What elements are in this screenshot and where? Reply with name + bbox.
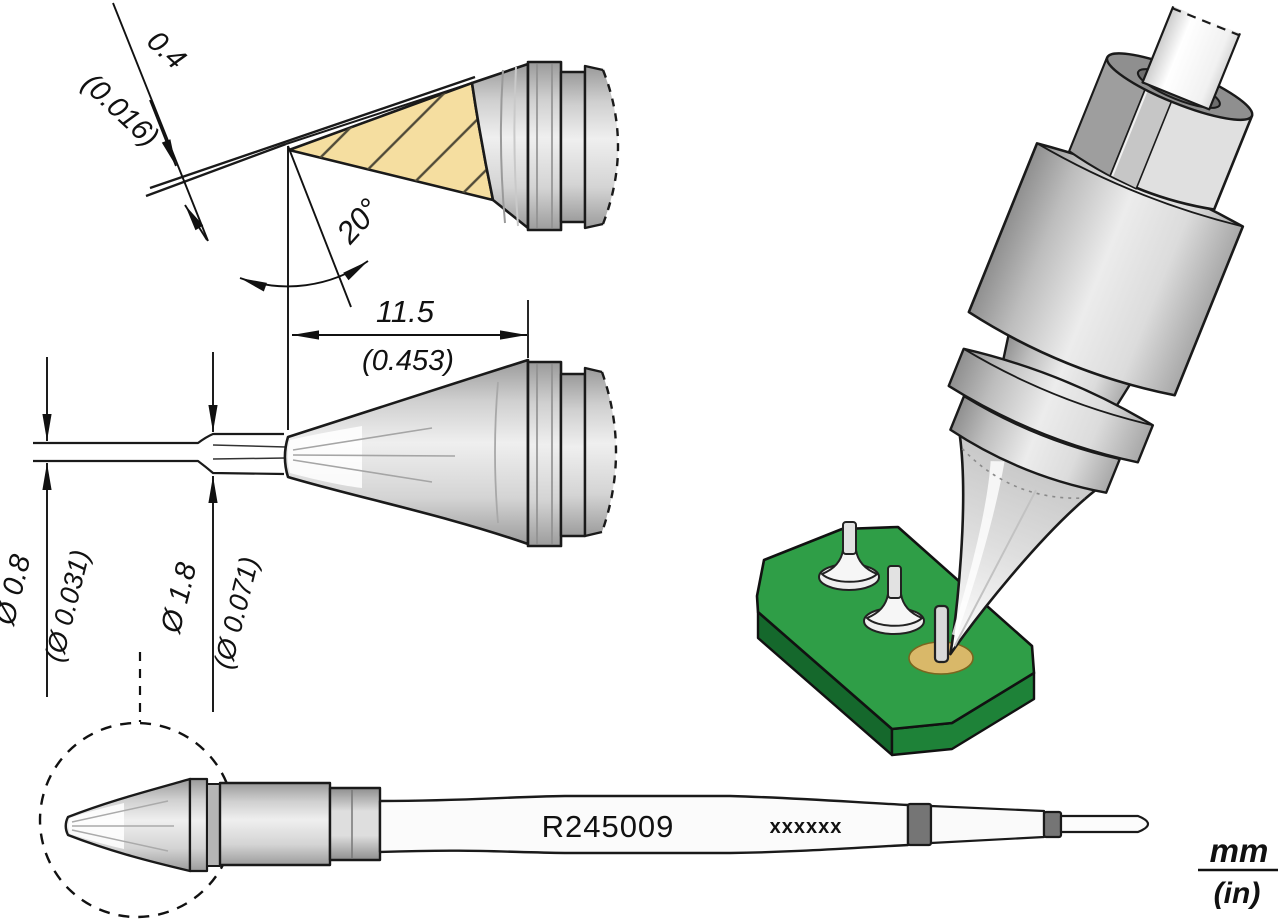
rod-outline-top (33, 432, 284, 445)
dim-length-in: (0.453) (362, 345, 454, 377)
cartridge-full-view: R245009 xxxxxx (38, 652, 1150, 919)
shaft-3d (1141, 5, 1242, 111)
component-pin (887, 565, 902, 599)
dimension-tip-diameter: Ø 0.8 (Ø 0.031) (0, 357, 96, 697)
dim-shaft-diameter-in: (Ø 0.071) (208, 554, 265, 672)
soldered-pin-2 (863, 565, 925, 635)
rear-band-2 (1042, 810, 1063, 839)
dim-length-mm: 11.5 (376, 294, 435, 329)
second-ring (559, 372, 587, 538)
cone-shading-arc (494, 381, 499, 524)
profile-view (33, 358, 618, 548)
ring-rim-line (963, 395, 1120, 461)
angle-arc (239, 260, 369, 292)
dome-outline (583, 64, 604, 230)
hex-facet-mid (1109, 76, 1178, 190)
rod-outline-bottom (33, 459, 285, 476)
cap-shading-line (499, 69, 506, 224)
dim-arrow (184, 204, 208, 241)
cartridge-ring (206, 783, 221, 867)
cartridge-hex (328, 786, 382, 862)
angle-dimension: 20° (239, 145, 387, 430)
solder-fillet (866, 593, 923, 627)
iso-3d-view (755, 5, 1254, 757)
dimension-bevel: 0.4 (0.016) (76, 2, 209, 242)
cone-streak (292, 427, 433, 451)
cylinder-rim-line (1036, 142, 1244, 228)
cone-streak (292, 459, 433, 483)
dim-line (112, 2, 209, 242)
rod-inner-line (212, 457, 287, 460)
cone-seam-dashed (961, 447, 1085, 499)
pin-being-soldered (933, 604, 950, 664)
flange-ring (526, 360, 563, 548)
batch-marking: xxxxxx (770, 816, 843, 838)
dim-tip-diameter-mm: Ø 0.8 (0, 552, 37, 630)
dimension-length: 11.5 (0.453) (292, 294, 529, 377)
tip-cone (283, 358, 530, 546)
cone-streak (71, 800, 169, 823)
dim-bevel-in: (0.016) (76, 67, 165, 153)
dim-arrow (149, 99, 177, 167)
cone-streak-3d (953, 489, 1037, 647)
units-imperial: (in) (1214, 877, 1261, 910)
hex-facet-highlight (1111, 79, 1153, 177)
disc-rim-line (963, 348, 1154, 427)
dim-angle: 20° (329, 192, 387, 251)
dim-bevel-mm: 0.4 (140, 25, 191, 76)
break-line-dashed (600, 371, 618, 533)
units-legend: mm (in) (1198, 832, 1278, 910)
shaft-break-dashed (1172, 7, 1240, 37)
cone-streak (71, 829, 169, 852)
model-marking: R245009 (542, 809, 675, 844)
second-ring (559, 70, 587, 224)
soldered-pin-1 (818, 521, 880, 591)
dome-cap (585, 368, 616, 536)
soldering-iron-3d (947, 5, 1254, 656)
cone-streak (292, 454, 456, 457)
cartridge-cone (64, 777, 192, 873)
flange-ring (526, 60, 563, 232)
bevel-edge-top (149, 75, 476, 190)
cartridge-body (218, 781, 332, 867)
bevel-edge-bottom (145, 142, 287, 198)
flange-disc-3d (947, 347, 1155, 464)
solder-fillet (821, 549, 878, 583)
units-metric: mm (1210, 832, 1269, 869)
cap-shading-line (513, 66, 519, 227)
cartridge-flange (188, 777, 209, 873)
dim-shaft-diameter-mm: Ø 1.8 (155, 560, 203, 638)
rear-rod (1059, 814, 1150, 834)
rod-inner-line (212, 444, 287, 448)
cone-highlight-3d (951, 461, 1005, 637)
rear-section (929, 804, 1046, 845)
bevel-sliver-line (285, 82, 473, 145)
dome-outline (583, 366, 603, 538)
break-line-dashed (601, 69, 620, 225)
solder-hatch (289, 83, 493, 200)
dome-cap (585, 66, 618, 228)
bevel-detail-view (145, 60, 620, 232)
dimension-shaft-diameter: Ø 1.8 (Ø 0.071) (155, 352, 265, 712)
component-pin (842, 521, 857, 555)
rear-band-1 (906, 802, 933, 847)
